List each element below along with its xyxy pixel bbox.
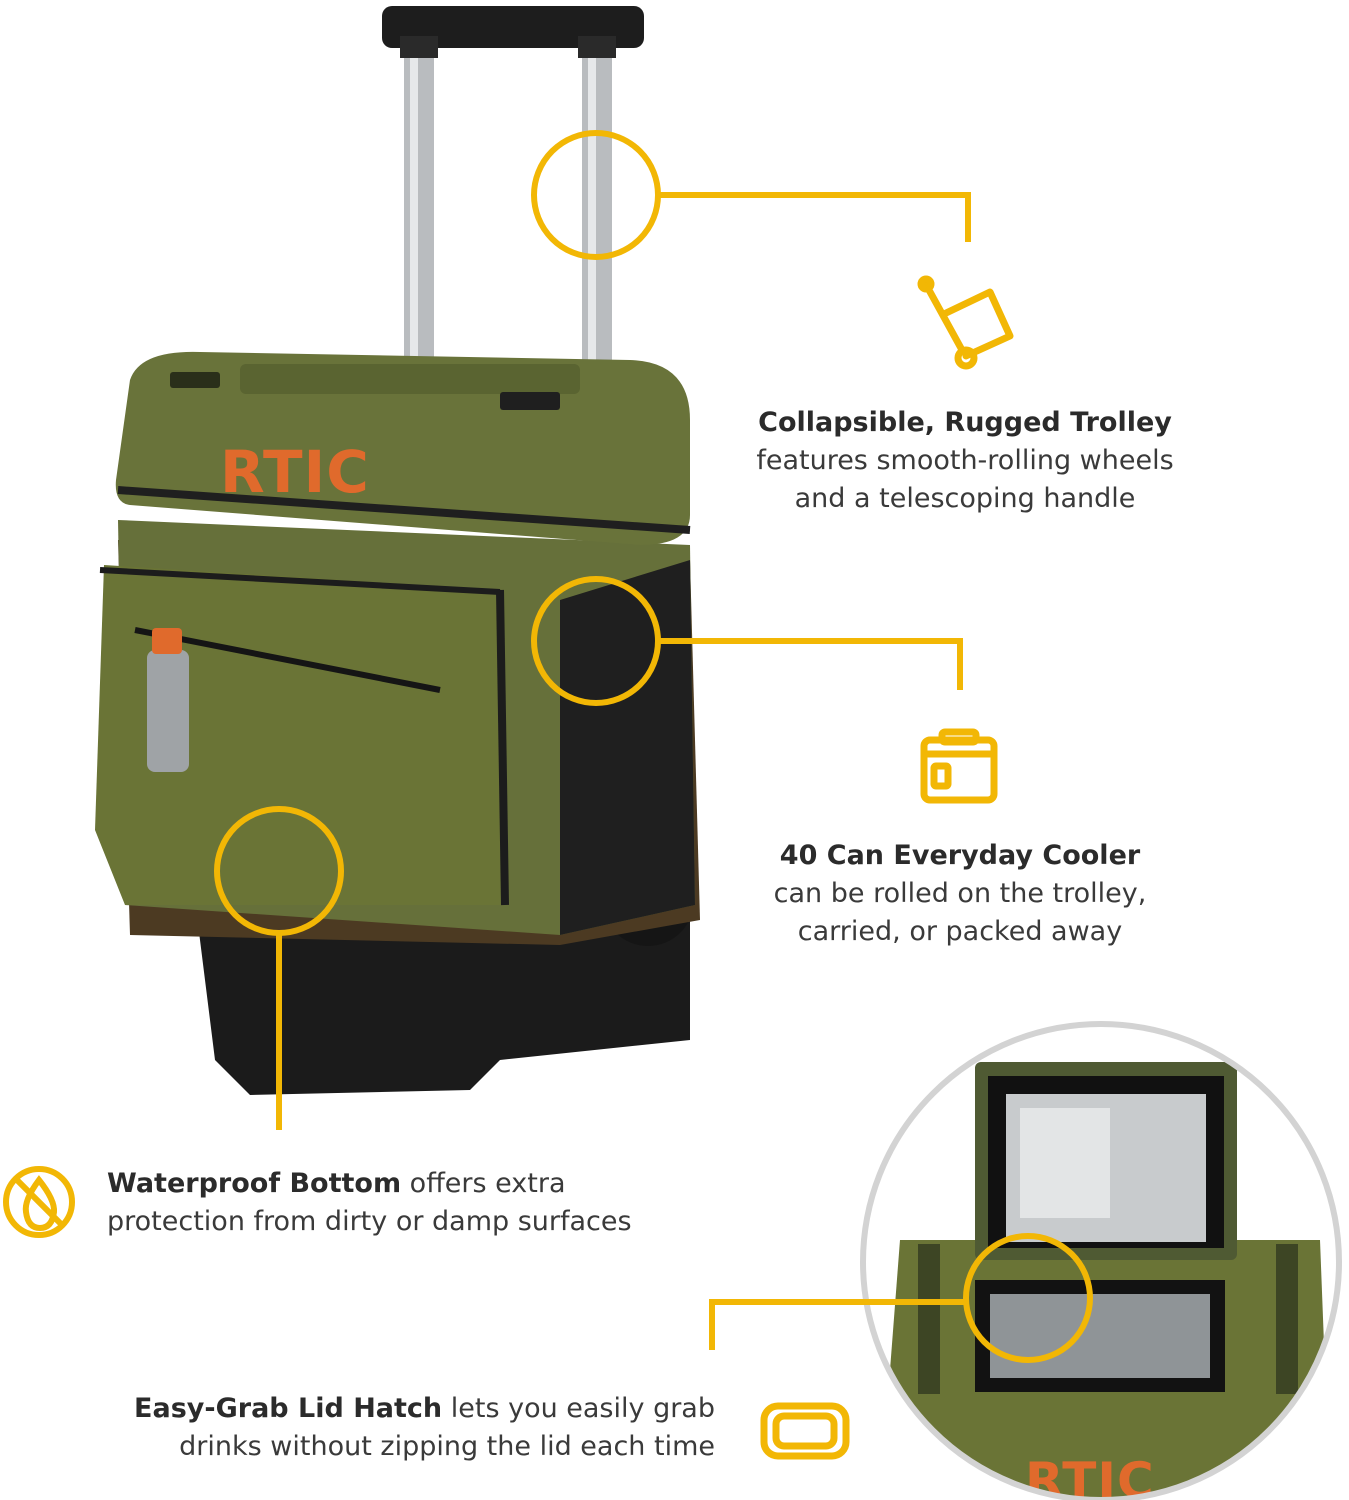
trolley-icon [917,275,1014,370]
feature-waterproof-bottom: Waterproof Bottom offers extra protectio… [107,1165,687,1241]
feature-line: can be rolled on the trolley, [773,878,1147,909]
feature-title-suffix: lets you easily grab [442,1393,715,1424]
feature-title: 40 Can Everyday Cooler [779,840,1141,871]
cooler-icon [920,728,998,804]
feature-line: protection from dirty or damp surfaces [107,1206,632,1237]
lid-hatch-icon [760,1402,850,1460]
feature-title: Collapsible, Rugged Trolley [758,407,1172,438]
brand-logo: RTIC [220,438,370,506]
feature-title: Waterproof Bottom [107,1168,402,1199]
feature-line: carried, or packed away [797,916,1123,947]
lid-hatch-inset: RTIC [860,1021,1342,1500]
cooler-body [95,520,700,945]
feature-line: drinks without zipping the lid each time [179,1431,715,1462]
telescoping-handle [382,6,644,370]
callout-lines [214,130,1093,1363]
feature-title: Easy-Grab Lid Hatch [134,1393,443,1424]
callout-circle-hatch [963,1233,1093,1363]
feature-trolley: Collapsible, Rugged Trolley features smo… [730,404,1200,518]
feature-line: and a telescoping handle [794,483,1136,514]
feature-cooler: 40 Can Everyday Cooler can be rolled on … [740,837,1180,951]
feature-title-suffix: offers extra [401,1168,566,1199]
no-water-icon [3,1166,75,1238]
cooler-lid [115,351,691,545]
feature-line: features smooth-rolling wheels [756,445,1174,476]
feature-lid-hatch: Easy-Grab Lid Hatch lets you easily grab… [100,1390,715,1466]
